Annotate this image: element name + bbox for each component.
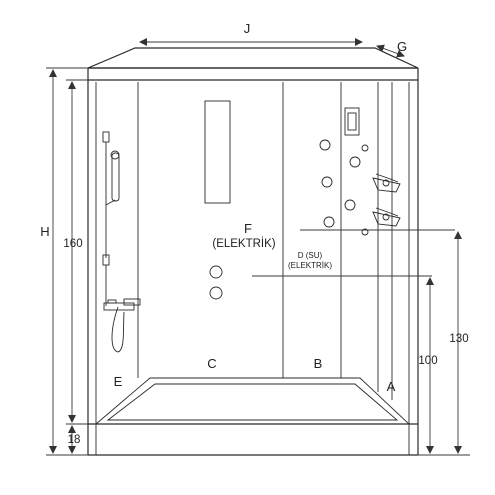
back-jet-upper [209,265,223,279]
label-E: E [114,374,123,389]
cabin-body [87,80,419,455]
dimension-130 [418,231,470,456]
label-D: D (SU) [298,251,323,260]
label-H: H [40,224,49,239]
back-jet-lower [209,286,223,300]
ceiling-light-panel [204,100,231,204]
side-jets [319,139,369,236]
dimension-160 [66,79,88,423]
control-display [344,107,360,136]
label-G: G [397,39,407,54]
dimension-18 [66,423,88,454]
label-18: 18 [68,434,81,446]
mixer-tap-icon [103,298,141,311]
label-F: F [244,221,252,236]
label-160: 160 [63,238,82,250]
label-B: B [314,356,323,371]
corner-shelf-upper [372,173,401,193]
shower-rail [102,131,125,353]
label-J: J [244,21,251,36]
label-A: A [387,379,396,394]
shower-tray [88,377,418,456]
corner-shelf-lower [372,207,401,227]
label-130: 130 [449,333,468,345]
dimension-G [376,44,405,58]
label-C: C [207,356,216,371]
label-100: 100 [418,355,437,367]
label-D-sub: (ELEKTRİK) [288,261,332,270]
label-F-sub: (ELEKTRİK) [212,237,275,250]
cabin-roof [87,47,419,81]
dimension-H [46,67,88,456]
hand-shower-icon [111,152,120,202]
